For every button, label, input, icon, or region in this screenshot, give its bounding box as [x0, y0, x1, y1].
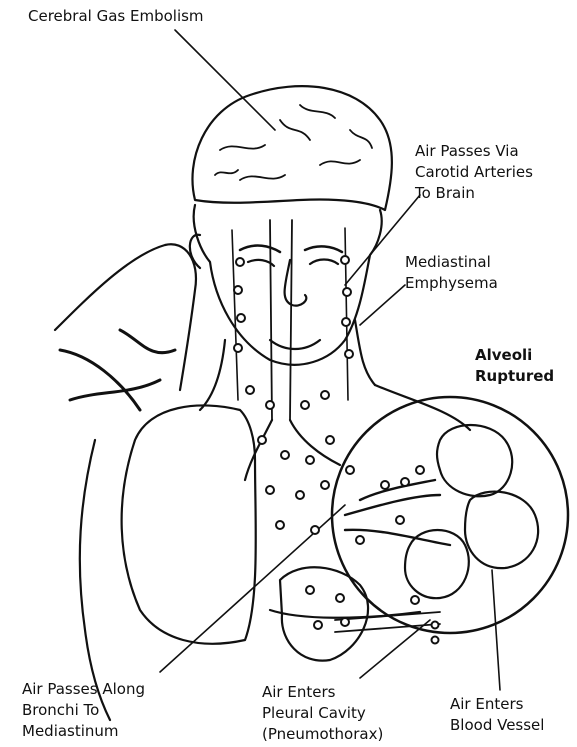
- label-line: Air Enters: [450, 694, 544, 715]
- nose: [285, 260, 307, 306]
- label-line: Cerebral Gas Embolism: [28, 6, 204, 27]
- left-shoulder: [55, 244, 196, 390]
- neck-right: [355, 320, 375, 385]
- left-lung: [122, 405, 256, 643]
- label-line: Ruptured: [475, 366, 554, 387]
- magnified-alveoli-circle: [332, 397, 568, 633]
- label-line: To Brain: [415, 183, 533, 204]
- left-arm-shading: [60, 330, 175, 410]
- alveolus-1: [437, 425, 512, 496]
- label-mediastinal-emphysema: Mediastinal Emphysema: [405, 252, 498, 294]
- heart: [280, 567, 368, 660]
- label-cerebral-gas-embolism: Cerebral Gas Embolism: [28, 6, 204, 27]
- label-carotid-arteries: Air Passes Via Carotid Arteries To Brain: [415, 141, 533, 204]
- alveolus-3: [405, 530, 469, 598]
- leader-blood: [492, 570, 500, 690]
- label-line: Air Passes Along: [22, 679, 145, 700]
- leader-cerebral: [175, 30, 275, 130]
- label-line: Air Passes Via: [415, 141, 533, 162]
- air-bubbles: [234, 256, 439, 644]
- label-line: Emphysema: [405, 273, 498, 294]
- brain-folds: [215, 105, 372, 180]
- label-line: Carotid Arteries: [415, 162, 533, 183]
- carotid-right: [345, 228, 348, 400]
- head-outline: [194, 205, 382, 365]
- label-line: Pleural Cavity: [262, 703, 383, 724]
- label-line: Air Enters: [262, 682, 383, 703]
- trachea: [270, 220, 292, 420]
- eyes: [248, 260, 338, 267]
- label-line: Bronchi To: [22, 700, 145, 721]
- mouth: [270, 340, 320, 349]
- label-line: Alveoli: [475, 345, 554, 366]
- label-line: Blood Vessel: [450, 715, 544, 736]
- label-line: Mediastinum: [22, 721, 145, 742]
- label-bronchi-mediastinum: Air Passes Along Bronchi To Mediastinum: [22, 679, 145, 742]
- bronchi-left: [245, 420, 272, 480]
- leader-mediastinal: [360, 285, 405, 325]
- label-pleural-cavity: Air Enters Pleural Cavity (Pneumothorax): [262, 682, 383, 745]
- neck-left: [200, 340, 225, 410]
- label-line: Mediastinal: [405, 252, 498, 273]
- alveolus-2: [465, 492, 538, 569]
- pleural-line: [270, 610, 420, 618]
- label-blood-vessel: Air Enters Blood Vessel: [450, 694, 544, 736]
- label-line: (Pneumothorax): [262, 724, 383, 745]
- label-alveoli-ruptured: Alveoli Ruptured: [475, 345, 554, 387]
- right-shoulder: [375, 385, 470, 430]
- left-torso: [80, 440, 110, 720]
